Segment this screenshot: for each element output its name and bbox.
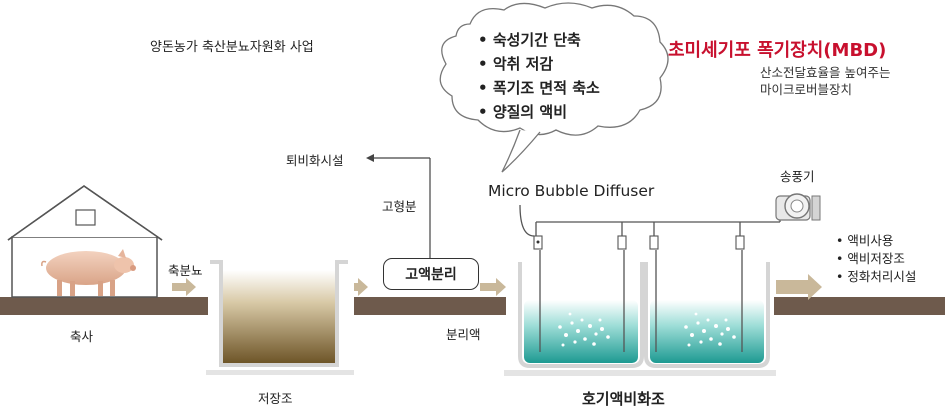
cloud-point: 양질의 액비 (478, 100, 600, 124)
barn-label: 축사 (70, 329, 94, 344)
compost-label: 퇴비화시설 (286, 153, 344, 168)
manure-label: 축분뇨 (168, 263, 203, 278)
storage-tank (206, 258, 354, 378)
compost-line (372, 157, 431, 258)
cloud-point: 악취 저감 (478, 52, 600, 76)
page-title: 양돈농가 축산분뇨자원화 사업 (150, 40, 314, 55)
mbd-subtitle-line1: 산소전달효율을 높여주는 (760, 65, 891, 80)
blower-label: 송풍기 (780, 169, 815, 184)
cloud-benefits-list: 숙성기간 단축 악취 저감 폭기조 면적 축소 양질의 액비 (478, 28, 600, 124)
use-item: 액비저장조 (836, 250, 916, 268)
solids-label: 고형분 (382, 199, 417, 214)
arrow-barn-to-storage (172, 278, 196, 296)
pipe-valves (533, 235, 745, 250)
separation-box: 고액분리 (383, 258, 479, 290)
storage-tank-label: 저장조 (258, 391, 293, 406)
flow-arrows (172, 274, 822, 300)
arrow-storage-to-separation (343, 278, 368, 296)
mbd-subtitle: 산소전달효율을 높여주는 마이크로버블장치 (760, 64, 890, 98)
arrow-to-compost (366, 154, 374, 162)
use-item: 정화처리시설 (836, 268, 916, 286)
cloud-point: 폭기조 면적 축소 (478, 76, 600, 100)
arrow-separation-to-aeration (480, 278, 506, 296)
ground-bar (0, 297, 945, 315)
cloud-point: 숙성기간 단축 (478, 28, 600, 52)
pig-illustration (41, 249, 136, 296)
mbd-title: 초미세기포 폭기장치(MBD) (668, 40, 887, 61)
aeration-tank-label: 호기액비화조 (582, 390, 665, 408)
blower-machine (775, 193, 821, 221)
uses-list: 액비사용 액비저장조 정화처리시설 (836, 232, 916, 286)
use-item: 액비사용 (836, 232, 916, 250)
micro-bubbles (558, 312, 736, 347)
mbd-subtitle-line2: 마이크로버블장치 (760, 82, 853, 97)
liquid-label: 분리액 (446, 327, 481, 342)
aeration-tank (504, 258, 776, 378)
diffuser-label: Micro Bubble Diffuser (488, 182, 655, 200)
arrow-aeration-to-uses (776, 274, 822, 300)
